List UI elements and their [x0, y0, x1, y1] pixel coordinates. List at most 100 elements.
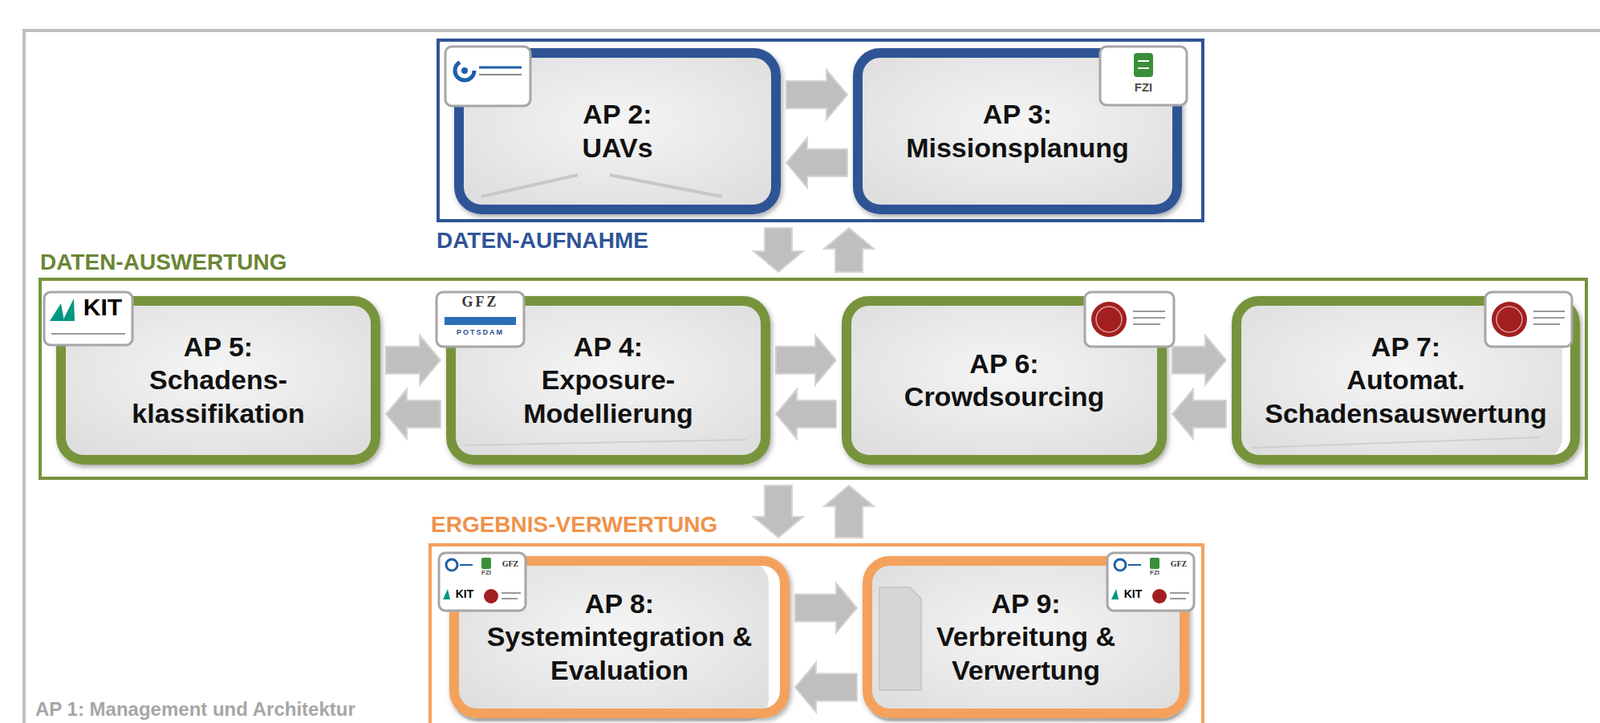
- document-icon: [879, 587, 922, 691]
- block-arrow: [775, 335, 837, 386]
- package-title: UAVs: [581, 131, 653, 165]
- logo-mark: [442, 588, 451, 600]
- logo-seal: [1152, 588, 1167, 604]
- map-street: [465, 439, 747, 446]
- frame-heading: AP 1: Management und Architektur: [35, 698, 356, 722]
- package-title: Exposure- Modellierung: [487, 363, 729, 431]
- block-arrow: [753, 227, 804, 273]
- logo-mark: [501, 597, 518, 600]
- package-title: Missionsplanung: [905, 131, 1129, 165]
- box-photo: [1236, 300, 1563, 460]
- logo-text: KIT: [1119, 588, 1147, 601]
- package-number: AP 3:: [982, 97, 1052, 131]
- block-arrow: [824, 227, 874, 273]
- logo-label-holder: KIT: [450, 588, 479, 601]
- package-title: Crowdsourcing: [904, 380, 1105, 414]
- logo-box: [1100, 46, 1187, 106]
- logo-mark: [1533, 316, 1565, 319]
- phase-band: DATEN-AUSWERTUNGAP 5:Schadens- klassifik…: [38, 277, 1588, 480]
- logo-swirl: [1114, 559, 1126, 571]
- logo-text: GFZ: [1165, 559, 1192, 569]
- logo-label-holder: FZI: [1100, 81, 1187, 95]
- logo-mark: [479, 66, 522, 70]
- logo-seal: [1096, 306, 1122, 333]
- logo-label-holder: GFZ: [436, 294, 524, 311]
- block-arrow: [775, 389, 837, 439]
- logo-seal: [483, 588, 499, 604]
- logo-label-holder: POTSDAM: [436, 328, 524, 338]
- logo-mark: [1111, 588, 1119, 600]
- logo-box: [436, 292, 524, 347]
- logo-swirl: [454, 60, 475, 81]
- logo-cluster: [438, 552, 526, 611]
- logo-text: GFZ: [436, 294, 524, 311]
- block-arrow: [385, 335, 441, 386]
- logo-text: KIT: [75, 293, 130, 321]
- phase-band: DATEN-AUFNAHMEAP 2:UAVsAP 3:Missionsplan…: [436, 38, 1205, 223]
- logo-text: GFZ: [497, 559, 524, 569]
- logo-icon: [1133, 52, 1154, 78]
- box-photo: [846, 300, 1162, 460]
- logo-text: KIT: [450, 588, 479, 601]
- logo-mark: [1128, 564, 1142, 566]
- logo-label-holder: KIT: [75, 293, 130, 321]
- block-arrow: [1172, 389, 1227, 439]
- logo-label-holder: GFZ: [1165, 559, 1192, 569]
- package-number: AP 5:: [183, 330, 253, 364]
- package-title: Verbreitung & Verwertung: [905, 620, 1147, 687]
- logo-mark: [501, 592, 521, 594]
- logo-mark: [1132, 316, 1166, 319]
- block-arrow: [786, 138, 848, 188]
- logo-mark: [62, 298, 75, 321]
- logo-box: [1485, 292, 1572, 347]
- logo-mark: [1169, 597, 1186, 600]
- band-heading: DATEN-AUSWERTUNG: [40, 248, 287, 277]
- block-arrow: [824, 485, 874, 538]
- logo-icon: [481, 557, 492, 569]
- package-title: Schadens- klassifikation: [97, 363, 339, 431]
- block-arrow: [786, 69, 848, 120]
- block-arrow: [753, 485, 804, 538]
- package-number: AP 4:: [573, 330, 643, 364]
- package-number: AP 2:: [582, 97, 652, 131]
- logo-box: [44, 292, 133, 346]
- logo-mark: [1137, 67, 1150, 70]
- logo-label-holder: GFZ: [497, 559, 524, 569]
- logo-swirl: [446, 559, 458, 571]
- logo-cluster: [1107, 552, 1194, 611]
- package-number: AP 6:: [969, 347, 1039, 381]
- block-arrow: [385, 389, 441, 439]
- drone-arm: [481, 174, 578, 197]
- drone-arm: [609, 174, 723, 197]
- package-number: AP 8:: [584, 587, 654, 621]
- logo-swirl: [461, 67, 468, 74]
- logo-box: [1084, 292, 1174, 347]
- package-title: Automat. Schadensauswertung: [1257, 363, 1555, 431]
- package-number: AP 7:: [1371, 330, 1441, 364]
- logo-text: POTSDAM: [436, 328, 524, 338]
- logo-mark: [1132, 323, 1161, 325]
- logo-mark: [51, 332, 126, 335]
- logo-icon: [1149, 557, 1160, 569]
- logo-label-holder: FZI: [475, 569, 498, 577]
- package-number: AP 9:: [990, 587, 1060, 621]
- logo-mark: [1533, 323, 1560, 325]
- logo-seal: [1091, 301, 1127, 338]
- package-title: Systemintegration & Evaluation: [471, 620, 768, 687]
- map-street: [1251, 437, 1541, 448]
- project-frame: AP 1: Management und Architektur DATEN-AU…: [22, 28, 1600, 723]
- logo-text: FZI: [1100, 81, 1187, 95]
- block-arrow: [795, 662, 857, 713]
- logo-mark: [479, 73, 522, 76]
- band-heading: DATEN-AUFNAHME: [436, 227, 649, 255]
- logo-mark: [1533, 310, 1565, 313]
- band-heading: ERGEBNIS-VERWERTUNG: [430, 511, 718, 539]
- logo-bar: [444, 316, 516, 325]
- phase-band: ERGEBNIS-VERWERTUNGAP 8:Systemintegratio…: [428, 543, 1205, 723]
- logo-label-holder: KIT: [1119, 588, 1147, 601]
- block-arrow: [795, 583, 857, 634]
- logo-mark: [1169, 592, 1190, 594]
- logo-mark: [459, 564, 473, 566]
- logo-box: [445, 46, 531, 106]
